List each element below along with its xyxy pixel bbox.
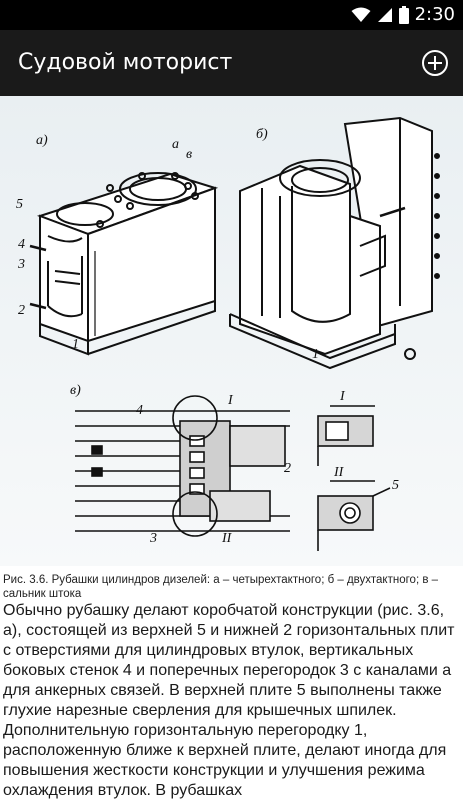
inset-drawings: [317, 405, 391, 551]
callout-a-v: в: [186, 147, 192, 162]
callout-a-5: 5: [16, 197, 23, 212]
battery-icon: [398, 5, 409, 24]
figure-b-drawing: [229, 116, 440, 370]
callout-a-4: 4: [18, 237, 25, 252]
callout-v-2: 2: [284, 461, 291, 476]
figure-v-labels: в) 4 I 2 3 II: [70, 383, 291, 546]
callout-v-I: I: [227, 393, 234, 408]
inset-I-label: I: [339, 389, 346, 404]
figure-a-label: а): [36, 133, 48, 148]
add-circle-icon[interactable]: [421, 49, 449, 77]
callout-a-1: 1: [72, 337, 79, 352]
wifi-icon: [351, 7, 371, 22]
app-title: Судовой моторист: [18, 50, 233, 75]
article-body-text: Обычно рубашку делают коробчатой констру…: [3, 602, 455, 799]
figure-v-label: в): [70, 383, 81, 398]
signal-icon: [377, 7, 392, 22]
figure-a-drawing: [29, 172, 219, 356]
callout-v-II: II: [221, 531, 233, 546]
figure-caption: Рис. 3.6. Рубашки цилиндров дизелей: а –…: [3, 574, 439, 600]
status-time: 2:30: [414, 4, 455, 25]
callout-a-2: 2: [18, 303, 25, 318]
figure-v-drawing: [75, 395, 290, 537]
inset-5-label: 5: [392, 478, 399, 493]
status-icons: 2:30: [351, 4, 455, 25]
callout-v-3: 3: [149, 531, 157, 546]
status-bar: 2:30: [0, 0, 463, 30]
inset-labels: I II 5: [333, 389, 399, 493]
callout-b-1: 1: [312, 347, 319, 362]
callout-a-3: 3: [17, 257, 25, 272]
figure-b-labels: б) 1: [256, 127, 319, 362]
app-bar: Судовой моторист: [0, 30, 463, 96]
figure-b-label: б): [256, 127, 268, 142]
inset-II-label: II: [333, 465, 345, 480]
callout-a-a: а: [172, 137, 179, 152]
article-content[interactable]: а) а в 5 4 3 2 1: [0, 96, 463, 800]
callout-v-4: 4: [136, 403, 143, 418]
figure-a-labels: а) а в 5 4 3 2 1: [16, 133, 192, 352]
cylinder-jackets-figure: а) а в 5 4 3 2 1: [16, 116, 440, 551]
